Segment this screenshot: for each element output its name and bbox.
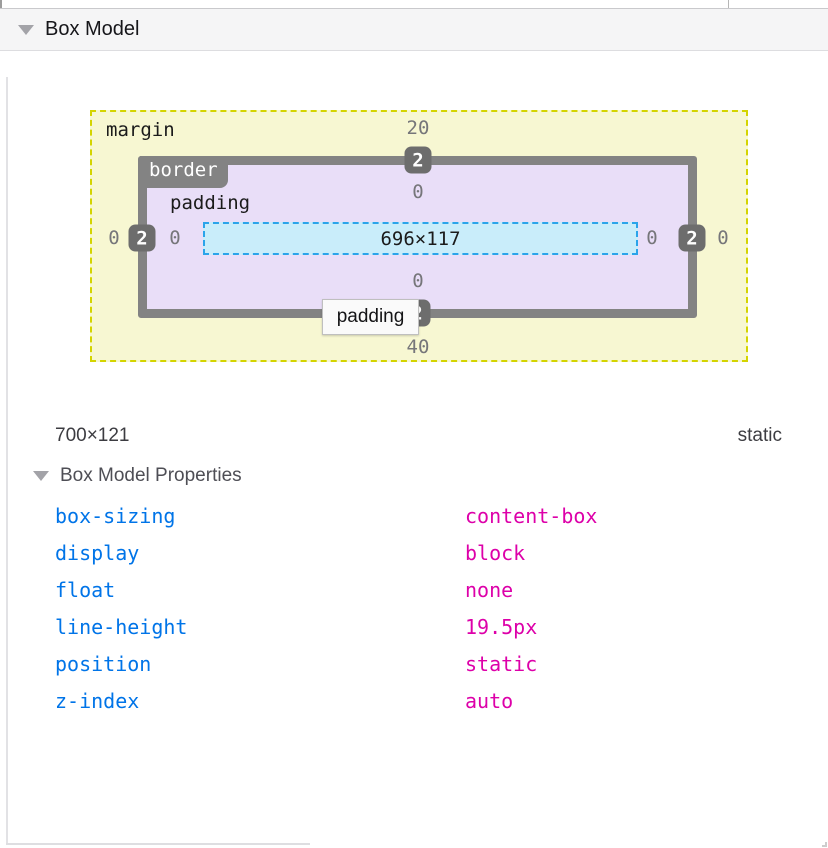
- section-title: Box Model: [45, 18, 140, 40]
- property-name: line-height: [55, 614, 188, 639]
- toolbar-strip: [0, 0, 828, 8]
- property-row[interactable]: z-index auto: [0, 682, 828, 719]
- box-model-section-header[interactable]: Box Model: [0, 8, 828, 51]
- border-label: border: [140, 156, 228, 188]
- property-value: block: [465, 540, 526, 565]
- property-value: static: [465, 651, 538, 676]
- margin-label: margin: [106, 119, 175, 141]
- border-top-value[interactable]: 2: [404, 146, 432, 174]
- padding-tooltip: padding: [322, 299, 419, 335]
- property-row[interactable]: float none: [0, 571, 828, 608]
- property-name: position: [55, 651, 152, 676]
- resize-grip-icon[interactable]: [822, 842, 827, 847]
- property-row[interactable]: line-height 19.5px: [0, 608, 828, 645]
- border-right-value[interactable]: 2: [678, 224, 706, 252]
- panel-bottom-divider: [6, 843, 310, 845]
- property-row[interactable]: display block: [0, 534, 828, 571]
- collapse-twisty-icon[interactable]: [18, 24, 34, 35]
- property-row[interactable]: box-sizing content-box: [0, 497, 828, 534]
- margin-top-value[interactable]: 20: [406, 117, 430, 139]
- margin-bottom-value[interactable]: 40: [406, 336, 430, 358]
- properties-list: box-sizing content-box display block float no…: [0, 497, 828, 719]
- element-info-row: 700×121 static: [0, 425, 828, 449]
- padding-left-value[interactable]: 0: [169, 227, 181, 249]
- padding-right-value[interactable]: 0: [646, 227, 658, 249]
- content-size-label: 696×117: [380, 227, 461, 250]
- property-row[interactable]: position static: [0, 645, 828, 682]
- property-name: box-sizing: [55, 503, 176, 528]
- box-model-properties-header[interactable]: Box Model Properties: [0, 463, 828, 489]
- property-value: none: [465, 577, 514, 602]
- padding-label: padding: [170, 192, 251, 214]
- margin-left-value[interactable]: 0: [108, 227, 120, 249]
- padding-top-value[interactable]: 0: [412, 181, 424, 203]
- property-name: z-index: [55, 688, 140, 713]
- padding-bottom-value[interactable]: 0: [412, 270, 424, 292]
- margin-right-value[interactable]: 0: [717, 227, 729, 249]
- property-value: 19.5px: [465, 614, 538, 639]
- border-left-value[interactable]: 2: [128, 224, 156, 252]
- property-name: display: [55, 540, 140, 565]
- property-name: float: [55, 577, 116, 602]
- element-dimensions: 700×121: [55, 425, 130, 446]
- content-region[interactable]: 696×117: [203, 222, 638, 255]
- toolbar-divider: [728, 0, 729, 8]
- properties-twisty-icon[interactable]: [33, 471, 49, 481]
- property-value: content-box: [465, 503, 598, 528]
- panel-left-divider: [6, 77, 8, 845]
- toolbar-tick: [0, 0, 2, 8]
- element-position: static: [737, 425, 782, 446]
- properties-title: Box Model Properties: [60, 465, 242, 486]
- property-value: auto: [465, 688, 514, 713]
